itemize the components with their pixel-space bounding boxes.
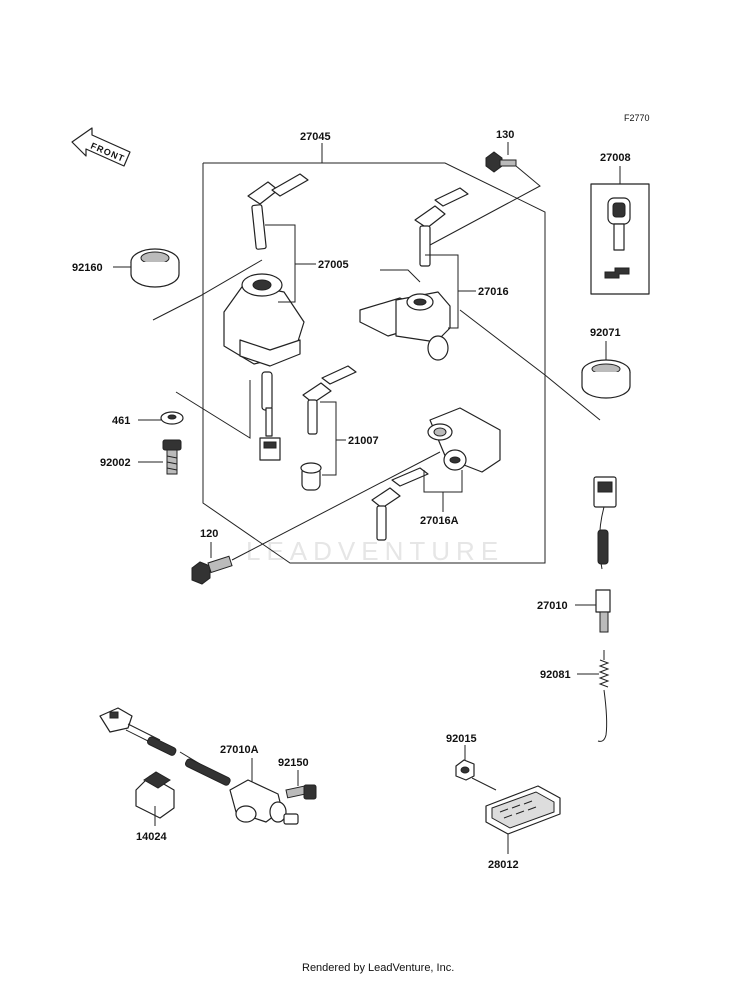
reflector-28012 [485, 785, 561, 835]
watermark: LEADVENTURE [246, 536, 504, 566]
callout-21007[interactable]: 21007 [348, 435, 379, 447]
seat-lock-27016 [359, 187, 469, 361]
callout-92150[interactable]: 92150 [278, 757, 309, 769]
assembly-boundary [202, 143, 546, 564]
footer-text: Rendered by LeadVenture, Inc. [302, 962, 454, 974]
lock-27016A [371, 407, 501, 541]
bolt-92150 [285, 784, 317, 800]
screw-92002 [162, 439, 182, 475]
callout-27010A[interactable]: 27010A [220, 744, 259, 756]
callout-27005[interactable]: 27005 [318, 259, 349, 271]
ignition-switch-27005 [223, 173, 309, 461]
callout-27016A[interactable]: 27016A [420, 515, 459, 527]
callout-27045[interactable]: 27045 [300, 131, 331, 143]
callout-92015[interactable]: 92015 [446, 733, 477, 745]
callout-28012[interactable]: 28012 [488, 859, 519, 871]
front-arrow-icon: FRONT [71, 127, 131, 167]
nut-92015 [455, 759, 475, 781]
callout-14024[interactable]: 14024 [136, 831, 167, 843]
spring-92081 [597, 650, 610, 742]
switch-27010 [593, 476, 617, 633]
callout-27010[interactable]: 27010 [537, 600, 568, 612]
bracket-14024 [135, 771, 175, 819]
callout-27008[interactable]: 27008 [600, 152, 631, 164]
callout-92160[interactable]: 92160 [72, 262, 103, 274]
grommet-92071 [581, 359, 631, 399]
callout-27016[interactable]: 27016 [478, 286, 509, 298]
key-tag-27008 [590, 183, 650, 295]
callout-92081[interactable]: 92081 [540, 669, 571, 681]
callout-92071[interactable]: 92071 [590, 327, 621, 339]
grommet-92160 [130, 248, 180, 288]
figure-code: F2770 [624, 113, 650, 123]
key-cap-21007 [300, 365, 357, 491]
callout-92002[interactable]: 92002 [100, 457, 131, 469]
callout-461[interactable]: 461 [112, 415, 130, 427]
bolt-130 [485, 151, 517, 173]
switch-assembly-27010A [99, 707, 299, 825]
callout-130[interactable]: 130 [496, 129, 514, 141]
bolt-120 [191, 555, 233, 585]
callout-120[interactable]: 120 [200, 528, 218, 540]
washer-461 [160, 411, 184, 425]
